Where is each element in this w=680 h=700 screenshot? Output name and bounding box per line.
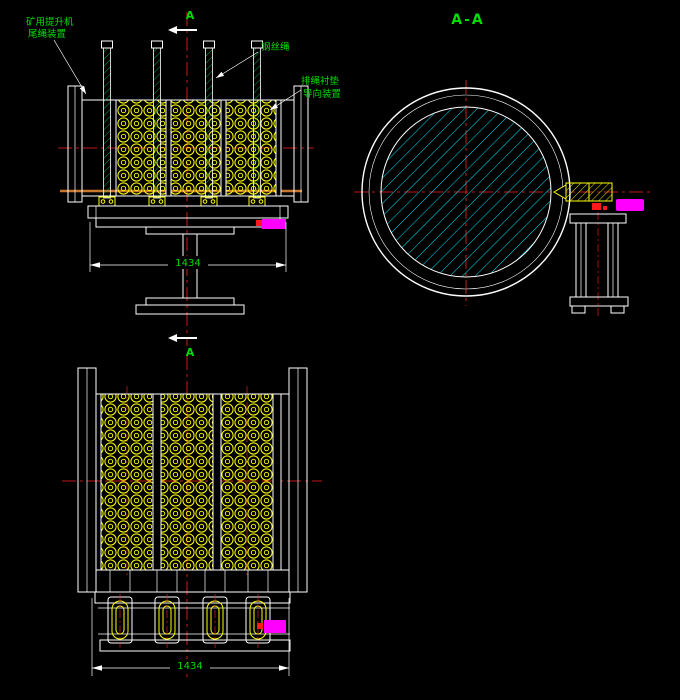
callout-hoist: 矿用提升机 尾绳装置 (26, 16, 87, 95)
callout-liner-line2: 导向装置 (303, 88, 341, 100)
stand-foot (610, 305, 625, 314)
lower-frame-beam (99, 639, 291, 652)
stand-base (569, 296, 629, 307)
coil-stack-3 (225, 99, 277, 197)
callout-hoist-line1: 矿用提升机 (26, 16, 74, 28)
dim-arrow (279, 665, 289, 671)
guide-cap (203, 40, 215, 49)
roller-2 (154, 594, 180, 648)
drum-section-hatch (380, 106, 552, 278)
plan-view: 1434 (62, 356, 322, 678)
red-component (257, 623, 263, 629)
callout-rope: 钢丝绳 (215, 41, 290, 79)
band-separator (152, 393, 162, 571)
roller-1 (107, 594, 133, 648)
side-drive-device (553, 182, 644, 211)
coil-stack-2 (170, 99, 222, 197)
wire-rope-guide (253, 47, 261, 199)
dim-arrow (276, 262, 286, 268)
wire-rope-guide (153, 47, 161, 199)
callout-hoist-line2: 尾绳装置 (28, 28, 66, 40)
rope-guides (101, 40, 263, 199)
plan-dimension: 1434 (91, 598, 290, 676)
callouts: 矿用提升机 尾绳装置 钢丝绳 排绳衬垫 导向装置 (26, 16, 341, 111)
upper-frame-beam (94, 591, 291, 604)
front-elevation-view: 1434 A A (58, 9, 314, 359)
magenta-component (262, 219, 286, 229)
base-plate (135, 304, 245, 315)
callout-liner: 排绳衬垫 导向装置 (269, 75, 341, 111)
section-arrow (168, 26, 177, 34)
dim-arrow (92, 665, 102, 671)
roller-frame (94, 570, 291, 652)
rope-clamps (98, 196, 266, 207)
stand-foot (571, 305, 586, 314)
section-title: A-A (451, 12, 484, 28)
dim-arrow (90, 262, 100, 268)
magenta-component (264, 620, 286, 633)
section-marker-top: A (168, 9, 197, 34)
coil-band-1 (100, 393, 154, 571)
wire-rope-guide (103, 47, 111, 199)
section-marker-bottom: A (168, 334, 197, 359)
coil-band-2 (160, 393, 214, 571)
wire-rope-guide (205, 47, 213, 199)
leader-line (53, 39, 87, 95)
band-separator (272, 393, 282, 571)
section-view-aa: A-A (354, 12, 650, 316)
callout-rope-label: 钢丝绳 (261, 41, 290, 53)
section-letter-top: A (186, 9, 195, 22)
guide-cap (101, 40, 113, 49)
red-component (603, 206, 607, 210)
section-arrow (168, 334, 177, 342)
stack-separator (220, 99, 227, 197)
guide-cap (151, 40, 163, 49)
column-top-flange (145, 226, 235, 235)
support-beam (87, 205, 289, 219)
band-separator (212, 393, 222, 571)
leader-arrow (216, 71, 225, 78)
beam-plate (95, 217, 281, 228)
stack-separator (275, 99, 282, 197)
stand-top-plate (569, 213, 627, 224)
column-bottom-flange (145, 297, 235, 306)
leader-line (215, 51, 259, 79)
magenta-component (616, 199, 644, 211)
stack-separator (165, 99, 172, 197)
leader-arrow (79, 85, 86, 94)
leader-arrow (270, 103, 278, 110)
device-tip (553, 184, 567, 200)
red-component (592, 203, 601, 210)
section-letter-bottom: A (186, 346, 195, 359)
coil-band-3 (220, 393, 274, 571)
front-dimension: 1434 (89, 222, 287, 272)
red-component (256, 220, 262, 226)
callout-liner-line1: 排绳衬垫 (301, 75, 340, 87)
plan-dimension-text: 1434 (177, 661, 202, 672)
device-stand (569, 212, 629, 316)
roller-3 (202, 594, 228, 648)
front-dimension-text: 1434 (175, 258, 200, 269)
